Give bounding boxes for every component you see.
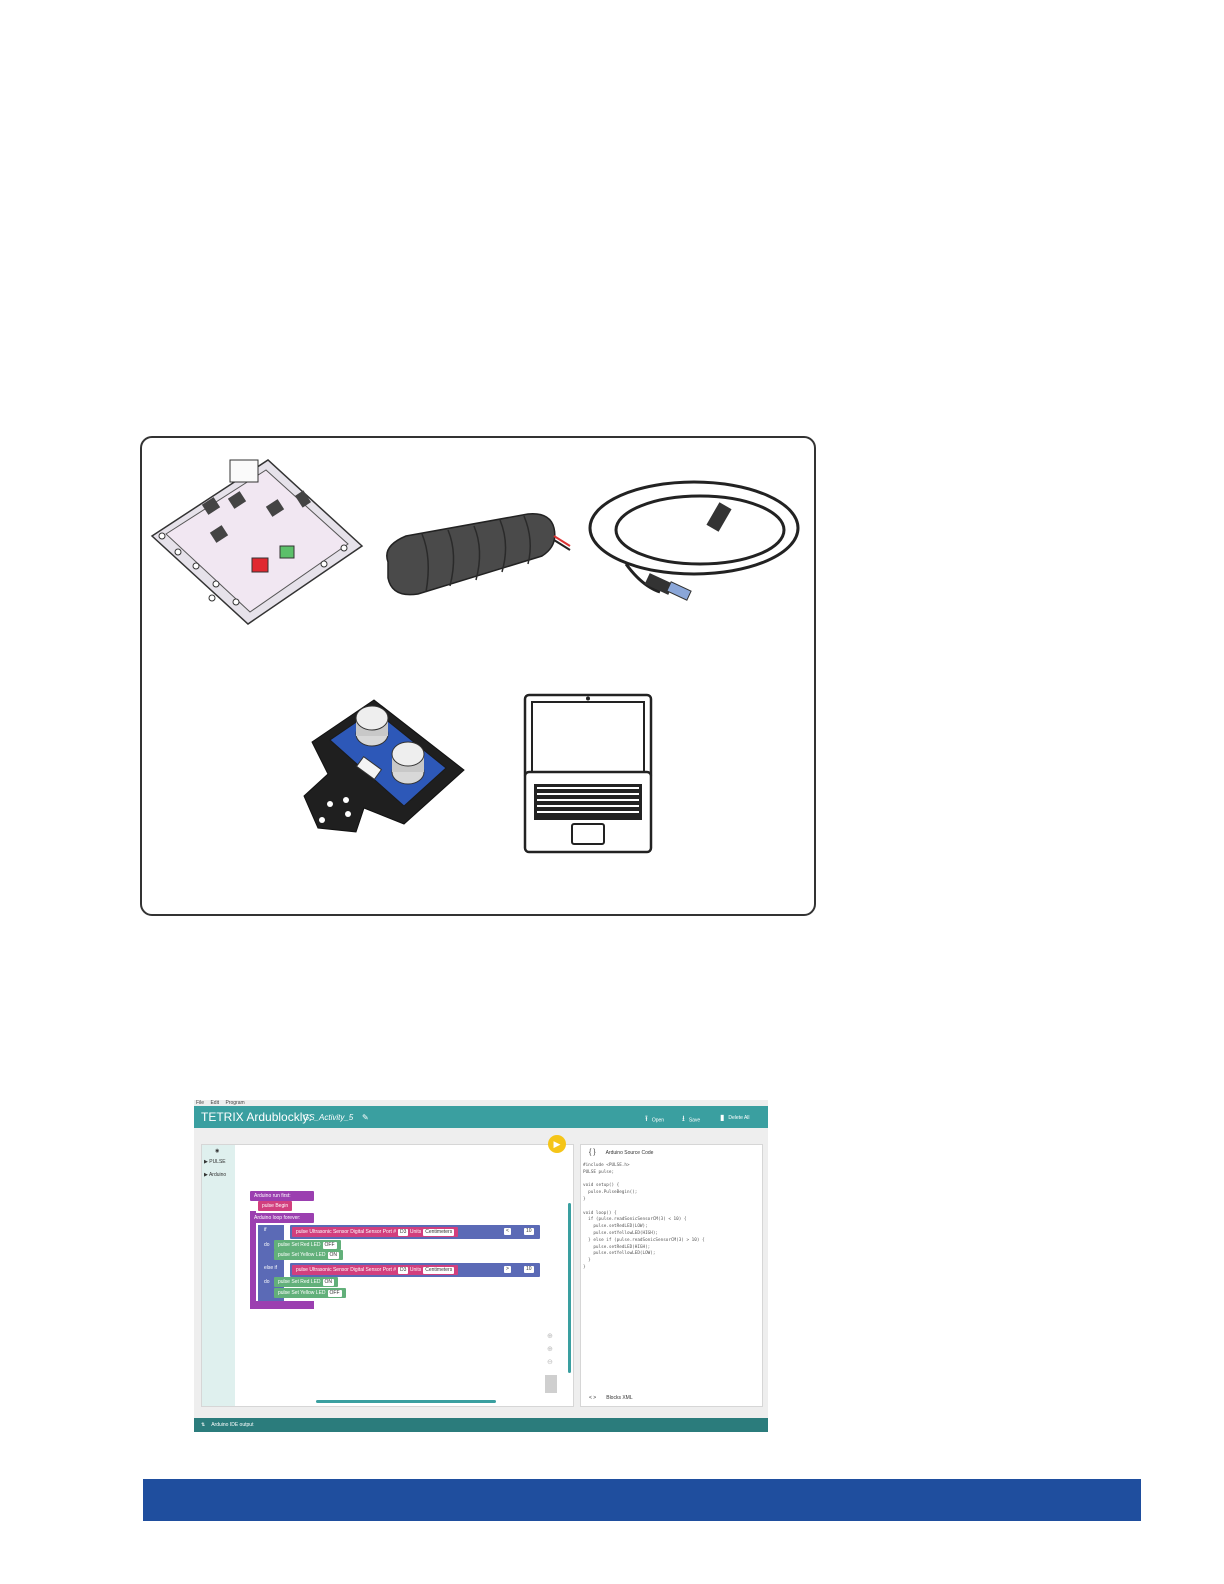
code-panel-header[interactable]: { }Arduino Source Code <box>589 1149 654 1156</box>
code-panel: { }Arduino Source Code #include <PULSE.h… <box>580 1144 763 1407</box>
eye-icon[interactable]: ◉ <box>215 1148 220 1154</box>
block-pulse-begin[interactable]: pulse Begin <box>258 1201 293 1211</box>
block-do-label-1: do <box>260 1240 274 1250</box>
menu-file[interactable]: File <box>196 1100 205 1106</box>
expand-icon: ⇅ <box>201 1422 206 1428</box>
title-bar: TETRIX Ardublockly: GS_Activity_5 ✎ ⭱Ope… <box>194 1106 768 1128</box>
battery-pack-illustration <box>386 513 571 596</box>
footer-bar <box>143 1479 1141 1521</box>
block-run-first[interactable]: Arduino run first: <box>250 1191 314 1201</box>
loop-bracket <box>250 1211 256 1309</box>
menu-edit[interactable]: Edit <box>210 1100 220 1106</box>
trash-icon[interactable] <box>545 1375 557 1393</box>
number-field-2[interactable]: 10 <box>524 1266 534 1273</box>
toolbox-category-pulse[interactable]: ▶ PULSE <box>204 1159 226 1165</box>
number-field-1[interactable]: 10 <box>524 1228 534 1235</box>
ultrasonic-sensor-illustration <box>303 699 465 833</box>
menu-program[interactable]: Program <box>225 1100 245 1106</box>
compare-block-1[interactable]: pulse Ultrasonic Sensor Digital Sensor P… <box>290 1225 540 1239</box>
delete-all-button[interactable]: ▮Delete All <box>720 1113 750 1122</box>
code-brackets-icon: < > <box>589 1395 597 1401</box>
loop-bracket-end <box>250 1301 314 1309</box>
menu-bar: File Edit Program <box>194 1100 768 1106</box>
ide-output-bar[interactable]: ⇅Arduino IDE output <box>194 1418 768 1432</box>
laptop-illustration <box>523 693 653 854</box>
block-else-if-label: else if <box>260 1263 282 1273</box>
block-if-label: if <box>260 1225 271 1235</box>
vertical-scrollbar[interactable] <box>568 1203 571 1373</box>
ultrasonic-block-1[interactable]: pulse Ultrasonic Sensor Digital Sensor P… <box>292 1227 459 1237</box>
app-title: TETRIX Ardublockly: <box>201 1110 312 1124</box>
edit-icon[interactable]: ✎ <box>362 1113 369 1122</box>
arduino-source-code: #include <PULSE.h> PULSE pulse; void set… <box>583 1163 705 1270</box>
operator-dropdown-2[interactable]: > <box>504 1266 511 1273</box>
ardublockly-screenshot: File Edit Program TETRIX Ardublockly: GS… <box>194 1100 768 1432</box>
play-icon[interactable]: ▶ <box>548 1135 566 1153</box>
block-do-label-2: do <box>260 1277 274 1287</box>
save-button[interactable]: ⭳Save <box>682 1114 701 1124</box>
zoom-controls[interactable]: ⊕⊕⊖ <box>547 1333 553 1366</box>
trash-icon: ▮ <box>720 1113 725 1122</box>
ultrasonic-block-2[interactable]: pulse Ultrasonic Sensor Digital Sensor P… <box>292 1265 459 1275</box>
blocks-workspace[interactable]: ◉ ▶ PULSE ▶ Arduino Arduino run first: p… <box>201 1144 574 1407</box>
download-icon: ⭳ <box>682 1114 685 1123</box>
pulse-controller-illustration <box>150 459 364 625</box>
braces-icon: { } <box>589 1149 596 1156</box>
usb-cable-illustration <box>588 480 800 601</box>
upload-icon: ⭱ <box>645 1114 648 1123</box>
sketch-name[interactable]: GS_Activity_5 <box>303 1113 354 1122</box>
block-loop-forever[interactable]: Arduino loop forever: <box>250 1213 314 1223</box>
toolbox-category-arduino[interactable]: ▶ Arduino <box>204 1172 227 1178</box>
open-button[interactable]: ⭱Open <box>645 1114 665 1124</box>
blocks-xml-header[interactable]: < >Blocks XML <box>589 1395 633 1401</box>
compare-block-2[interactable]: pulse Ultrasonic Sensor Digital Sensor P… <box>290 1263 540 1277</box>
operator-dropdown-1[interactable]: < <box>504 1228 511 1235</box>
horizontal-scrollbar[interactable] <box>316 1400 496 1403</box>
toolbox: ◉ ▶ PULSE ▶ Arduino <box>202 1145 235 1406</box>
